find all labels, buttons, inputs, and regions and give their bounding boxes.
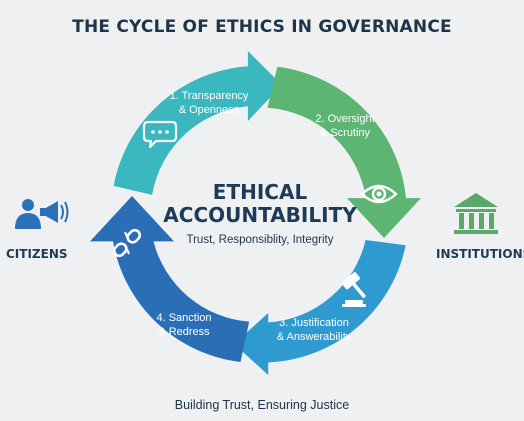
stage-2-line1: 2. Oversight [315,113,375,125]
speech-bubble-icon [142,120,178,149]
stage-4-line1: 4. Sanction [156,312,212,324]
stage-3-line2: & Answerability [276,331,352,343]
institution-building-icon [454,193,498,234]
stage-2-line2: & Scrutiny [319,127,371,139]
footer-text: Building Trust, Ensuring Justice [174,398,350,412]
center-title-line2: ACCOUNTABILITY [163,203,357,227]
stage-4-label: 4. Sanction & Redress [144,311,224,339]
gavel-icon [341,272,367,307]
stage-3-arrow [234,240,406,375]
eye-icon [360,184,398,204]
stage-4-line2: & Redress [158,326,210,338]
institutions-label: INSTITUTIONS [436,247,524,261]
diagram-title: THE CYCLE OF ETHICS IN GOVERNANCE [72,17,452,37]
center-title-line1: ETHICAL [212,180,308,204]
center-subtitle: Trust, Responsiblity, Integrity [186,234,334,246]
stage-2-label: 2. Oversight & Scrutiny [300,112,390,140]
citizens-label: CITIZENS [6,247,68,261]
stage-1-line2: & Openness [178,104,240,116]
stage-3-line1: 3. Justification [279,317,349,329]
stage-1-arrow [113,51,282,195]
person-megaphone-icon [15,199,69,229]
stage-1-line1: 1. Transparency [169,90,249,102]
stage-2-arrow [267,66,421,238]
stage-1-label: 1. Transparency & Openness [154,89,264,117]
stage-4-arrow [90,196,250,362]
broken-chain-icon [112,228,142,258]
stage-3-label: 3. Justification & Answerability [268,316,360,344]
